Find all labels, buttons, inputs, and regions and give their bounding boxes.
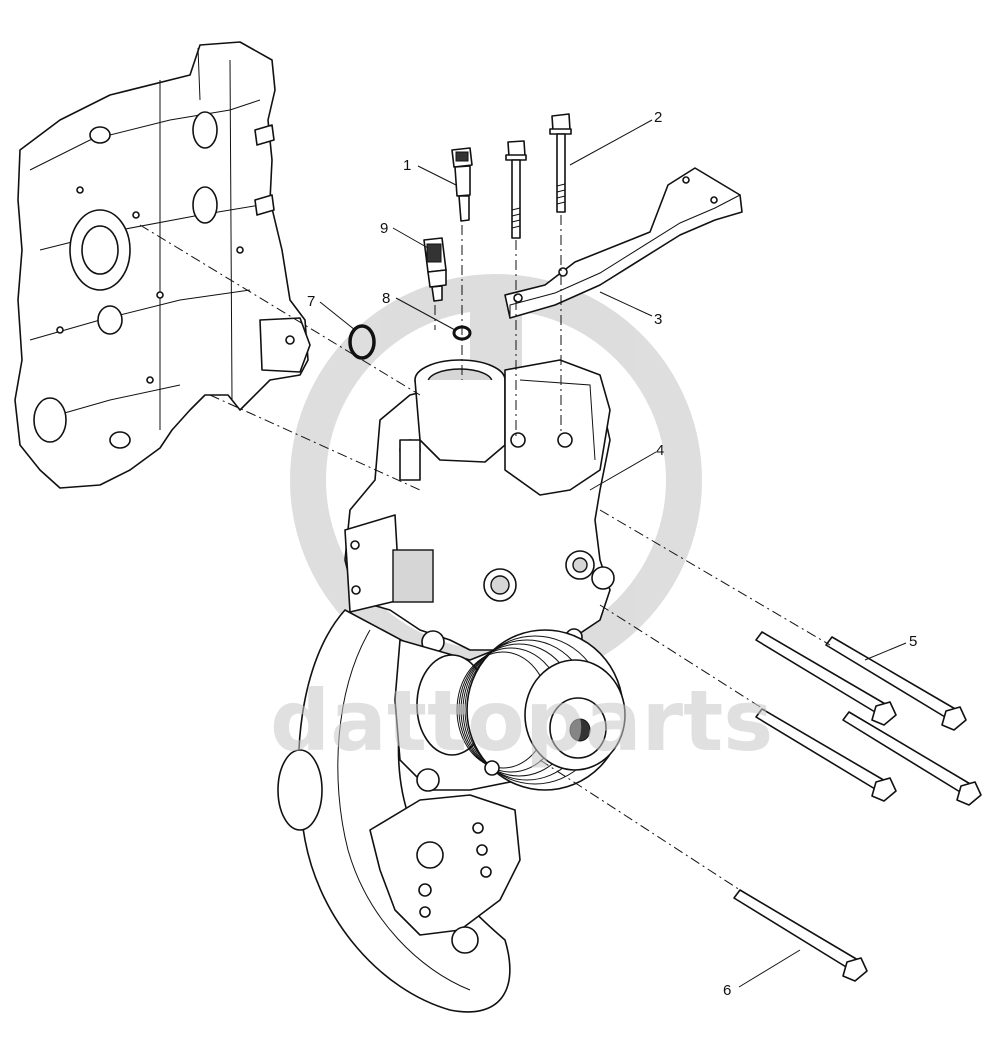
callout-9: 9 (380, 220, 388, 237)
assembly-centerlines (139, 215, 831, 891)
callout-1: 1 (403, 157, 411, 174)
bracket-plate-edge (509, 194, 741, 318)
bracket-plate (504, 167, 743, 319)
watermark-text: dattoparts (270, 672, 773, 770)
bolt-vertical-right (549, 113, 572, 213)
pressure-sensor (451, 147, 473, 222)
callout-5: 5 (909, 633, 917, 650)
bolt-vertical-left (505, 140, 527, 239)
bracket-hole (682, 176, 690, 184)
callout-leaders (319, 119, 907, 988)
bracket-hole (513, 293, 523, 303)
bolt-long-3 (755, 708, 897, 802)
engine-block (14, 41, 311, 489)
water-pump-assembly (277, 359, 626, 1013)
callout-7: 7 (307, 293, 315, 310)
pulley (456, 629, 626, 791)
bracket-hole (558, 267, 568, 277)
callout-8: 8 (382, 290, 390, 307)
bracket-hole (710, 196, 718, 204)
o-ring (348, 324, 376, 360)
callout-labels: 1 2 3 4 5 6 7 8 9 (307, 109, 917, 999)
bolt-long-1 (755, 631, 897, 726)
callout-4: 4 (656, 442, 664, 459)
temperature-sensor (423, 237, 447, 302)
callout-3: 3 (654, 311, 662, 328)
bolt-long-2 (825, 636, 967, 731)
callout-6: 6 (723, 982, 731, 999)
callout-2: 2 (654, 109, 662, 126)
bolt-lower (733, 889, 868, 982)
bolt-long-4 (842, 711, 982, 806)
